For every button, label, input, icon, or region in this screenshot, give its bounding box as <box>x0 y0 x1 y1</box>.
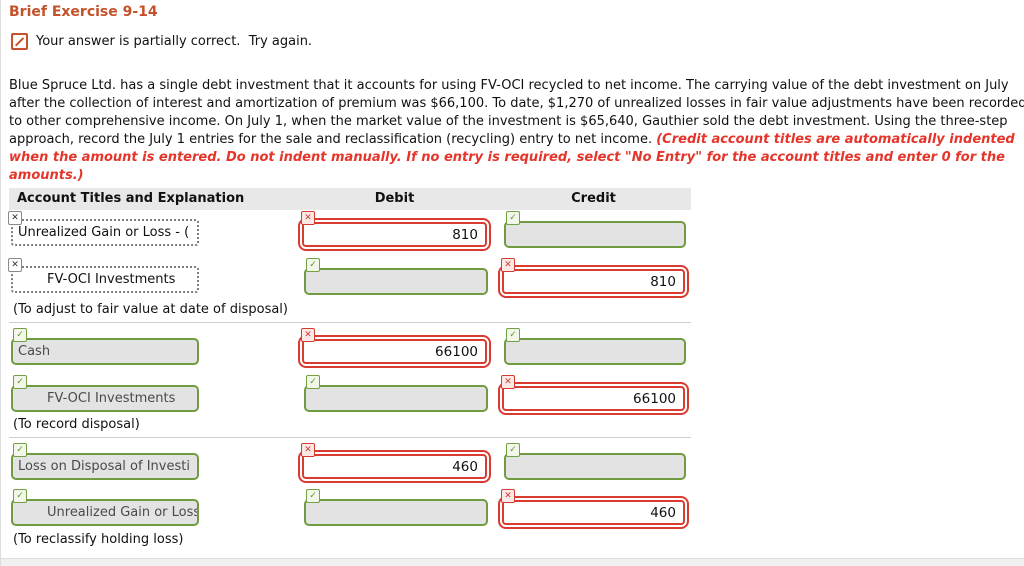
debit-field-wrapper <box>298 335 491 368</box>
account-title-text: FV-OCI Investments <box>47 391 176 406</box>
account-title-field: Loss on Disposal of Investi <box>11 453 199 480</box>
check-badge-icon <box>13 375 27 389</box>
credit-field <box>504 338 686 365</box>
entry-explanation: (To record disposal) <box>13 417 140 432</box>
credit-field-wrapper <box>498 265 689 298</box>
account-title-text: FV-OCI Investments <box>47 272 176 287</box>
check-badge-icon <box>306 375 320 389</box>
debit-field <box>304 499 488 526</box>
problem-line: after the collection of interest and amo… <box>9 96 1024 111</box>
credit-input <box>511 340 684 363</box>
debit-field-wrapper <box>298 218 491 251</box>
debit-input <box>311 501 486 524</box>
debit-field-wrapper <box>298 450 491 483</box>
problem-line: Blue Spruce Ltd. has a single debt inves… <box>9 78 1009 93</box>
credit-field <box>504 453 686 480</box>
problem-line: amounts.) <box>9 168 84 183</box>
debit-input[interactable] <box>302 339 487 364</box>
credit-input <box>511 455 684 478</box>
debit-input[interactable] <box>302 454 487 479</box>
column-header-debit: Debit <box>374 191 415 206</box>
account-title-field: Unrealized Gain or Loss <box>11 499 199 526</box>
check-badge-icon <box>13 328 27 342</box>
account-title-field: FV-OCI Investments <box>11 385 199 412</box>
debit-input[interactable] <box>302 222 487 247</box>
x-badge-icon <box>501 375 515 389</box>
problem-statement: Blue Spruce Ltd. has a single debt inves… <box>9 77 1024 185</box>
account-title-text: Unrealized Gain or Loss - ( <box>18 225 190 240</box>
entry-explanation: (To reclassify holding loss) <box>13 532 184 547</box>
credit-field <box>504 221 686 248</box>
debit-field <box>304 385 488 412</box>
check-badge-icon <box>13 443 27 457</box>
x-badge-icon <box>301 211 315 225</box>
answer-status: Your answer is partially correct. Try ag… <box>11 33 312 50</box>
problem-line: approach, record the July 1 entries for … <box>9 132 1015 147</box>
check-badge-icon <box>506 211 520 225</box>
debit-input <box>311 270 486 293</box>
credit-input <box>511 223 684 246</box>
check-badge-icon <box>13 489 27 503</box>
account-title-select[interactable]: FV-OCI Investments <box>11 266 199 293</box>
account-title-text: Loss on Disposal of Investi <box>18 459 190 474</box>
check-badge-icon <box>506 328 520 342</box>
column-header-account: Account Titles and Explanation <box>17 191 245 206</box>
x-badge-icon <box>301 328 315 342</box>
column-header-credit: Credit <box>571 191 616 206</box>
credit-input[interactable] <box>502 386 685 411</box>
journal-table-header: Account Titles and Explanation Debit Cre… <box>9 188 691 210</box>
account-title-text: Cash <box>18 344 51 359</box>
x-badge-icon <box>8 258 22 272</box>
check-badge-icon <box>506 443 520 457</box>
account-title-select[interactable]: Unrealized Gain or Loss - ( <box>11 219 199 246</box>
x-badge-icon <box>301 443 315 457</box>
debit-input <box>311 387 486 410</box>
page-title: Brief Exercise 9-14 <box>9 4 158 20</box>
problem-line: to other comprehensive income. On July 1… <box>9 114 1008 129</box>
x-badge-icon <box>501 489 515 503</box>
credit-field-wrapper <box>498 496 689 529</box>
bottom-edge-strip <box>1 558 1024 566</box>
credit-input[interactable] <box>502 500 685 525</box>
entry-explanation: (To adjust to fair value at date of disp… <box>13 302 288 317</box>
entry-divider <box>9 322 691 323</box>
credit-field-wrapper <box>498 382 689 415</box>
check-badge-icon <box>306 258 320 272</box>
account-title-field: Cash <box>11 338 199 365</box>
account-title-text: Unrealized Gain or Loss <box>47 505 199 520</box>
problem-line: when the amount is entered. Do not inden… <box>9 150 1005 165</box>
entry-divider <box>9 437 691 438</box>
check-badge-icon <box>306 489 320 503</box>
partially-correct-pencil-icon <box>11 33 28 50</box>
x-badge-icon <box>501 258 515 272</box>
x-badge-icon <box>8 211 22 225</box>
debit-field <box>304 268 488 295</box>
credit-input[interactable] <box>502 269 685 294</box>
status-text: Your answer is partially correct. Try ag… <box>36 34 313 49</box>
